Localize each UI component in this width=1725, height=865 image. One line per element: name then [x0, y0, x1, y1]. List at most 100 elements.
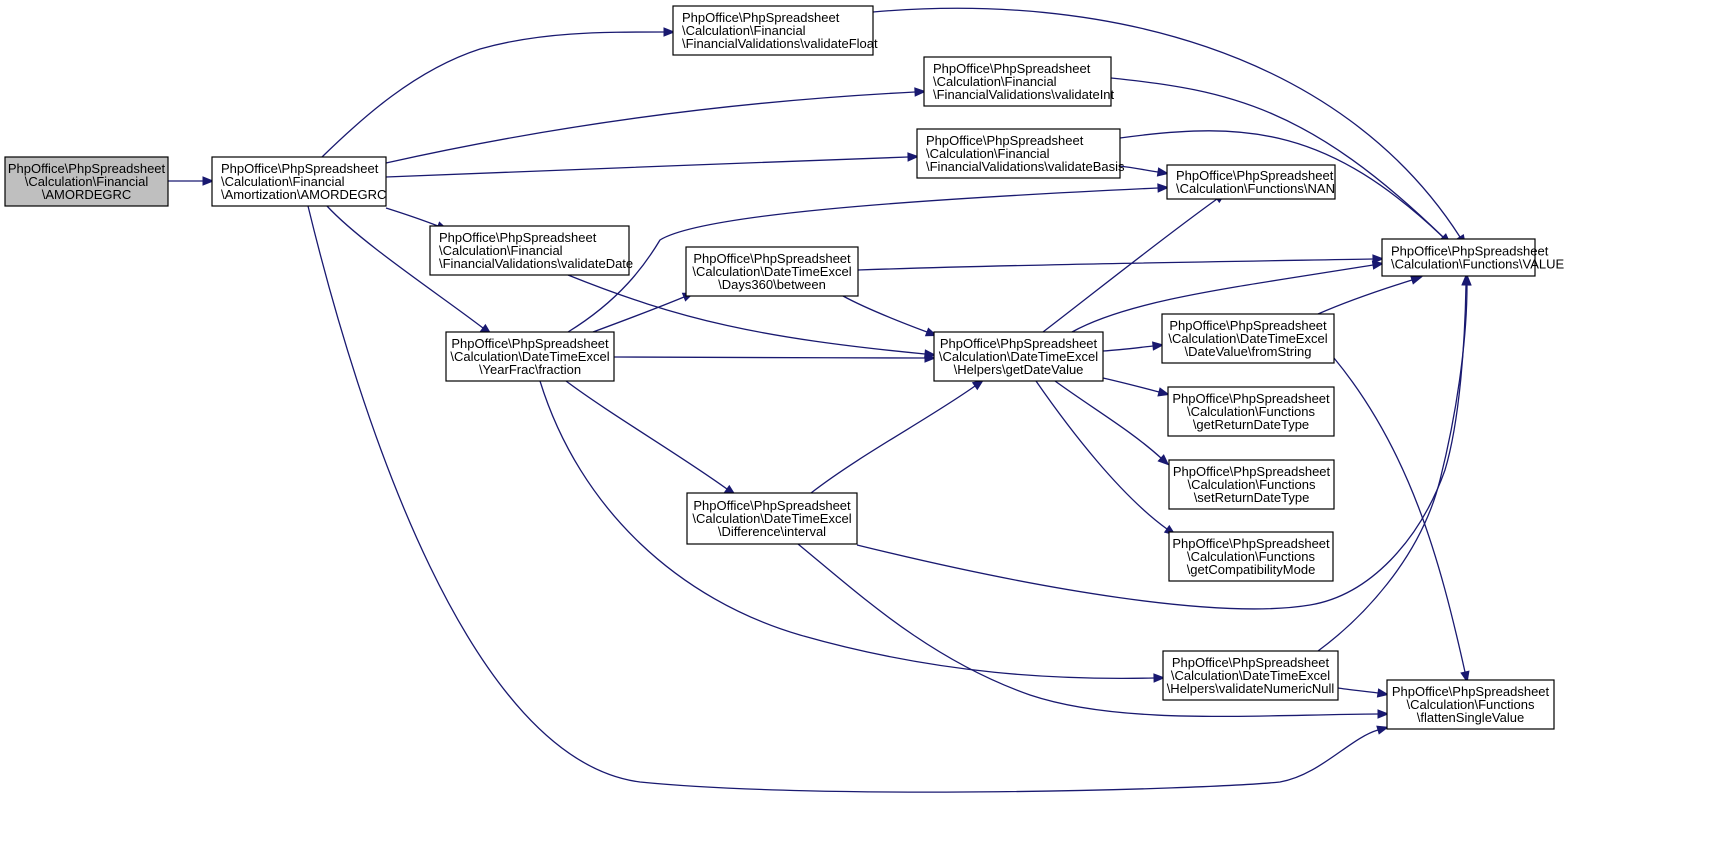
- arrowhead-icon: [907, 152, 920, 162]
- node-label-line: PhpOffice\PhpSpreadsheet: [439, 230, 597, 245]
- edge-line: [872, 7, 1461, 238]
- node-days360[interactable]: PhpOffice\PhpSpreadsheet\Calculation\Dat…: [685, 246, 859, 297]
- edge-days360-to-getDateValue: [842, 295, 938, 337]
- node-label-line: PhpOffice\PhpSpreadsheet: [926, 133, 1084, 148]
- node-interval[interactable]: PhpOffice\PhpSpreadsheet\Calculation\Dat…: [686, 492, 858, 545]
- arrowhead-icon: [202, 176, 215, 186]
- node-label-line: \FinancialValidations\validateDate: [439, 256, 633, 271]
- edge-line: [1337, 687, 1379, 694]
- edge-line: [1110, 77, 1444, 238]
- node-label-line: PhpOffice\PhpSpreadsheet: [1392, 684, 1550, 699]
- node-box: [933, 331, 1104, 382]
- node-label-line: \Calculation\Financial: [682, 23, 806, 38]
- edge-amortization-to-validateInt: [385, 87, 927, 164]
- node-label-line: \setReturnDateType: [1194, 490, 1310, 505]
- arrowhead-icon: [1152, 341, 1165, 351]
- node-label-line: \Amortization\AMORDEGRC: [221, 187, 386, 202]
- node-fromString[interactable]: PhpOffice\PhpSpreadsheet\Calculation\Dat…: [1161, 313, 1335, 364]
- node-label-line: \Calculation\Financial: [933, 74, 1057, 89]
- arrowhead-icon: [1377, 709, 1390, 719]
- arrowhead-icon: [663, 27, 676, 37]
- node-label-line: PhpOffice\PhpSpreadsheet: [1173, 464, 1331, 479]
- node-value[interactable]: PhpOffice\PhpSpreadsheet\Calculation\Fun…: [1381, 238, 1565, 277]
- node-box: [1168, 459, 1335, 510]
- node-label-line: \Calculation\Functions: [1407, 697, 1535, 712]
- edge-getDateValue-to-setReturnDateType: [1054, 380, 1170, 466]
- node-box: [1166, 164, 1336, 200]
- edge-line: [797, 543, 1379, 718]
- node-box: [1161, 313, 1335, 364]
- node-label-line: \Calculation\Functions: [1187, 404, 1315, 419]
- node-label-line: PhpOffice\PhpSpreadsheet: [1176, 168, 1334, 183]
- node-setReturnDateType[interactable]: PhpOffice\PhpSpreadsheet\Calculation\Fun…: [1168, 459, 1335, 510]
- edge-line: [385, 207, 439, 227]
- edge-line: [1119, 130, 1444, 238]
- node-label-line: \Calculation\Functions\VALUE: [1391, 257, 1565, 272]
- node-validateBasis[interactable]: PhpOffice\PhpSpreadsheet\Calculation\Fin…: [916, 128, 1125, 179]
- arrowhead-icon: [1372, 254, 1385, 264]
- node-label-line: \flattenSingleValue: [1417, 710, 1524, 725]
- node-label-line: \FinancialValidations\validateFloat: [682, 36, 878, 51]
- node-flattenSingleValue[interactable]: PhpOffice\PhpSpreadsheet\Calculation\Fun…: [1386, 679, 1555, 730]
- edge-line: [856, 284, 1467, 610]
- node-box: [1381, 238, 1536, 277]
- arrowhead-icon: [1153, 673, 1166, 683]
- node-label-line: PhpOffice\PhpSpreadsheet: [1169, 318, 1327, 333]
- edge-line: [810, 385, 976, 494]
- node-label-line: \Calculation\DateTimeExcel: [939, 349, 1098, 364]
- edge-line: [1042, 198, 1218, 333]
- edge-getDateValue-to-value: [1071, 260, 1385, 333]
- edge-root-to-amortization: [168, 176, 215, 186]
- node-label-line: \Calculation\Functions: [1188, 477, 1316, 492]
- edge-getDateValue-to-getReturnDateType: [1102, 377, 1170, 397]
- node-box: [1162, 650, 1339, 701]
- node-label-line: \Helpers\validateNumericNull: [1167, 681, 1335, 696]
- edge-line: [1333, 357, 1466, 673]
- arrowhead-icon: [924, 353, 937, 363]
- edge-line: [539, 380, 1155, 680]
- edge-line: [1102, 345, 1154, 352]
- arrowhead-icon: [1371, 260, 1385, 270]
- node-label-line: PhpOffice\PhpSpreadsheet: [1172, 391, 1330, 406]
- node-validateDate[interactable]: PhpOffice\PhpSpreadsheet\Calculation\Fin…: [429, 225, 633, 276]
- arrowhead-icon: [1376, 725, 1389, 735]
- node-getReturnDateType[interactable]: PhpOffice\PhpSpreadsheet\Calculation\Fun…: [1167, 386, 1335, 437]
- node-label-line: \Calculation\Financial: [221, 174, 345, 189]
- node-validateNumericNull[interactable]: PhpOffice\PhpSpreadsheet\Calculation\Dat…: [1162, 650, 1339, 701]
- node-label-line: PhpOffice\PhpSpreadsheet: [221, 161, 379, 176]
- node-box: [1386, 679, 1555, 730]
- edge-line: [565, 380, 728, 490]
- nodes-layer: PhpOffice\PhpSpreadsheet\Calculation\Fin…: [4, 5, 1565, 730]
- node-validateFloat[interactable]: PhpOffice\PhpSpreadsheet\Calculation\Fin…: [672, 5, 878, 56]
- edge-yearfrac-to-validateNumericNull: [539, 380, 1166, 683]
- edge-line: [842, 295, 928, 333]
- node-label-line: PhpOffice\PhpSpreadsheet: [451, 336, 609, 351]
- node-box: [672, 5, 874, 56]
- edge-days360-to-value: [857, 254, 1385, 271]
- node-box: [429, 225, 630, 276]
- arrowhead-icon: [1410, 275, 1423, 285]
- node-label-line: \FinancialValidations\validateInt: [933, 87, 1115, 102]
- node-validateInt[interactable]: PhpOffice\PhpSpreadsheet\Calculation\Fin…: [923, 56, 1115, 107]
- node-label-line: PhpOffice\PhpSpreadsheet: [1172, 655, 1330, 670]
- node-label-line: \Calculation\DateTimeExcel: [450, 349, 609, 364]
- node-label-line: \Calculation\Financial: [926, 146, 1050, 161]
- node-yearfrac[interactable]: PhpOffice\PhpSpreadsheet\Calculation\Dat…: [445, 331, 615, 382]
- edge-validateNumericNull-to-flattenSingleValue: [1337, 687, 1390, 698]
- node-label-line: \AMORDEGRC: [42, 187, 132, 202]
- node-getDateValue[interactable]: PhpOffice\PhpSpreadsheet\Calculation\Dat…: [933, 331, 1104, 382]
- node-label-line: \Calculation\Functions\NAN: [1176, 181, 1335, 196]
- node-label-line: PhpOffice\PhpSpreadsheet: [1172, 536, 1330, 551]
- edge-line: [857, 258, 1374, 271]
- node-nan[interactable]: PhpOffice\PhpSpreadsheet\Calculation\Fun…: [1166, 164, 1336, 200]
- node-getCompatibilityMode[interactable]: PhpOffice\PhpSpreadsheet\Calculation\Fun…: [1168, 531, 1334, 582]
- edge-line: [1119, 165, 1159, 173]
- edge-validateFloat-to-value: [872, 7, 1467, 247]
- node-root[interactable]: PhpOffice\PhpSpreadsheet\Calculation\Fin…: [4, 156, 169, 207]
- node-box: [1167, 386, 1335, 437]
- edge-yearfrac-to-getDateValue: [613, 353, 937, 363]
- node-label-line: \Calculation\DateTimeExcel: [1171, 668, 1330, 683]
- edge-getDateValue-to-getCompatibilityMode: [1035, 380, 1177, 536]
- node-amortization[interactable]: PhpOffice\PhpSpreadsheet\Calculation\Fin…: [211, 156, 387, 207]
- edge-line: [385, 156, 909, 178]
